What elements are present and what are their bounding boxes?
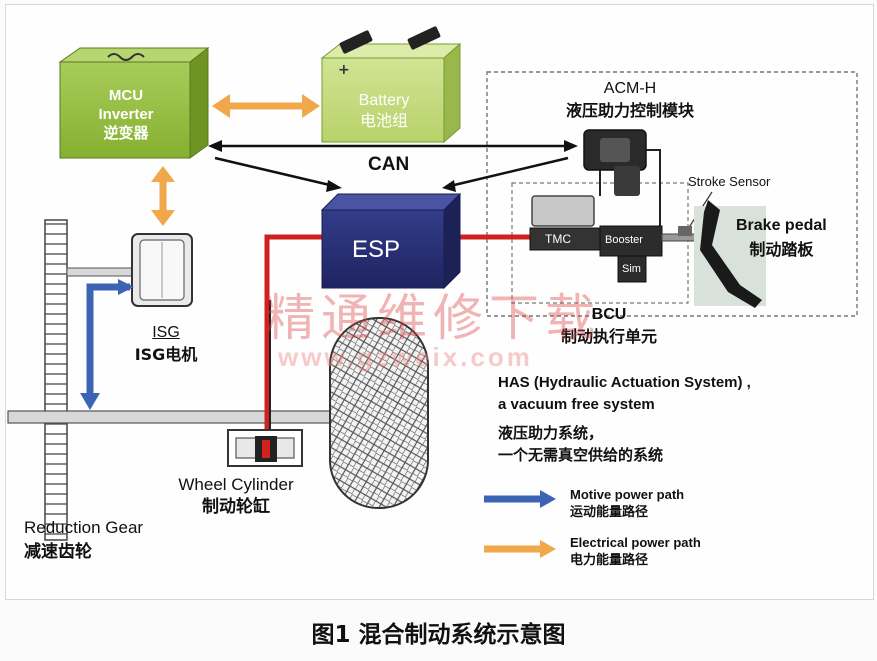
booster-label: Booster [605,234,643,246]
has-line2: a vacuum free system [498,396,655,413]
watermark-chinese: 精通维修下载 [265,289,601,347]
esp-box [320,192,462,290]
wheel-cylinder-label: Wheel Cylinder 制动轮缸 [154,474,318,518]
tmc-label: TMC [545,232,571,246]
acm-h-label-line2: 液压助力控制模块 [565,101,694,120]
legend-electrical-label: Electrical power path 电力能量路径 [570,534,701,570]
brake-pedal [694,200,766,308]
bcu-label: BCU 制动执行单元 [524,304,694,348]
sim-block [617,255,647,283]
isg-shaft [66,267,138,277]
acm-h-label: ACM-H 液压助力控制模块 [520,78,740,122]
stroke-sensor-label: Stroke Sensor [688,174,771,189]
reduction-gear-label: Reduction Gear 减速齿轮 [24,516,143,564]
legend-motive-zh: 运动能量路径 [570,505,649,520]
has-line3: 液压助力系统， [498,424,604,442]
brake-pedal-label-line2: 制动踏板 [749,240,814,259]
reduction-gear-line1: Reduction Gear [24,518,144,537]
watermark-url: www.gzweix.com [278,342,533,372]
battery-label-line2: 电池组 [359,113,408,130]
reduction-gear-line2: 减速齿轮 [24,542,92,562]
bcu-dashed-frame [486,71,858,317]
booster-block [599,225,663,257]
can-bus-lines [208,140,578,192]
wheel-tire [329,317,429,509]
battery-label-line1: Battery [358,92,410,109]
stroke-sensor [678,226,692,236]
mcu-inverter-box [58,46,210,159]
wheel-cylinder [227,429,303,467]
has-line4: 一个无需真空供给的系统 [498,446,664,464]
legend-electrical-zh: 电力能量路径 [570,553,649,568]
acm-h-label-line1: ACM-H [603,80,657,97]
mcu-label: MCU Inverter 逆变器 [74,86,178,143]
hydraulic-lines [264,234,530,440]
esp-label: ESP [352,236,401,263]
reservoir [531,195,595,227]
battery-plus: + [338,62,350,78]
legend-motive-arrow [484,490,556,508]
figure-caption: 图1 混合制动系统示意图 [311,622,566,648]
bcu-label-line1: BCU [591,306,627,323]
legend-motive-en: Motive power path [570,487,685,502]
can-label: CAN [368,154,410,175]
acm-h-module [583,129,661,231]
legend-motive-label: Motive power path 运动能量路径 [570,486,684,522]
drive-shaft [7,410,354,424]
wheel-cylinder-line1: Wheel Cylinder [178,475,294,494]
isg-label-line1: ISG [152,324,180,341]
sim-label: Sim [622,263,641,275]
legend-electrical-arrow [484,540,556,558]
electrical-power-path [151,94,320,226]
motive-power-path [80,279,134,410]
has-line1: HAS (Hydraulic Actuation System) , [498,374,751,391]
wheel-cylinder-line2: 制动轮缸 [202,497,270,517]
brake-pedal-label: Brake pedal 制动踏板 [736,214,827,262]
battery-box [320,26,462,144]
reduction-gear [44,219,68,541]
mcu-label-line3: 逆变器 [103,125,149,142]
mcu-label-line1: MCU [108,87,144,104]
isg-label-line2: ISG电机 [134,345,198,364]
brake-pedal-label-line1: Brake pedal [736,217,827,234]
isg-motor [131,233,193,307]
mcu-label-line2: Inverter [98,106,154,123]
bcu-label-line2: 制动执行单元 [560,327,657,346]
has-description: HAS (Hydraulic Actuation System) , a vac… [498,372,751,466]
battery-label: Battery 电池组 [330,90,438,132]
isg-label: ISG ISG电机 [124,322,208,366]
legend-electrical-en: Electrical power path [570,535,701,550]
